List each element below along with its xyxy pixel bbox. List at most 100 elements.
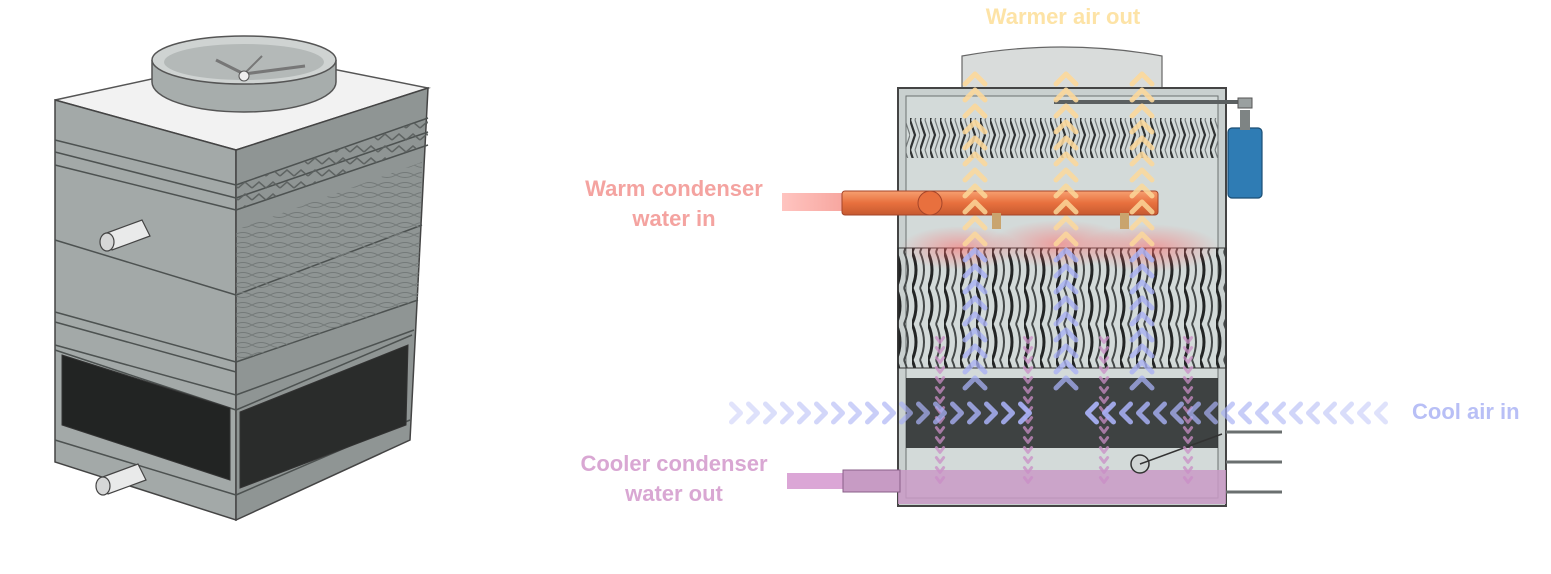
arrow-chevron-icon [1204, 401, 1218, 425]
arrow-chevron-icon [967, 401, 981, 425]
arrow-chevron-icon [962, 135, 988, 151]
label-warm-water-in: Warm condenser water in [560, 174, 788, 234]
arrow-chevron-icon [962, 167, 988, 183]
arrow-chevron-icon [1129, 87, 1155, 103]
arrow-chevron-icon [1255, 401, 1269, 425]
arrow-chevron-icon [1098, 366, 1110, 374]
label-warm-water-in-line1: Warm condenser [585, 176, 763, 201]
arrow-chevron-icon [1053, 311, 1079, 327]
arrow-chevron-icon [1053, 183, 1079, 199]
arrow-chevron-icon [763, 401, 777, 425]
arrow-chevron-icon [934, 436, 946, 444]
label-cool-air-in: Cool air in [1412, 399, 1520, 424]
arrow-chevron-icon [1182, 436, 1194, 444]
arrow-chevron-icon [1187, 401, 1201, 425]
makeup-pipes [1226, 430, 1282, 494]
arrow-chevron-icon [1098, 456, 1110, 464]
arrow-chevron-icon [1053, 375, 1079, 391]
arrow-chevron-icon [1053, 359, 1079, 375]
arrow-chevron-icon [1022, 456, 1034, 464]
arrow-chevron-icon [1053, 87, 1079, 103]
arrow-chevron-icon [1182, 466, 1194, 474]
arrow-chevron-icon [1001, 401, 1015, 425]
arrow-chevron-icon [1053, 247, 1079, 263]
air-inlet-left [61, 354, 231, 481]
arrow-chevron-icon [1170, 401, 1184, 425]
arrow-chevron-icon [1022, 356, 1034, 364]
arrow-chevron-icon [899, 401, 913, 425]
air-inlet-right [239, 344, 409, 489]
arrow-chevron-icon [1098, 396, 1110, 404]
arrow-chevron-icon [1182, 396, 1194, 404]
arrow-chevron-icon [962, 247, 988, 263]
arrow-chevron-icon [1306, 401, 1320, 425]
arrow-chevron-icon [1098, 476, 1110, 484]
arrow-chevron-icon [962, 87, 988, 103]
arrow-chevron-icon [934, 466, 946, 474]
arrow-chevron-icon [1053, 343, 1079, 359]
arrow-chevron-icon [1182, 386, 1194, 394]
arrow-chevron-icon [1098, 416, 1110, 424]
arrow-chevron-icon [1340, 401, 1354, 425]
arrow-chevron-icon [962, 103, 988, 119]
arrow-chevron-icon [1221, 401, 1235, 425]
arrow-chevron-icon [934, 346, 946, 354]
label-warmer-air-out: Warmer air out [985, 4, 1141, 29]
label-cooler-water-out: Cooler condenser water out [556, 449, 792, 509]
arrow-chevron-icon [1022, 466, 1034, 474]
arrow-chevron-icon [962, 263, 988, 279]
water-inlet-pipe [99, 219, 151, 252]
arrow-chevron-icon [934, 426, 946, 434]
arrow-chevron-icon [1129, 103, 1155, 119]
arrow-chevron-icon [848, 401, 862, 425]
arrow-chevron-icon [1053, 215, 1079, 231]
arrow-chevron-icon [1053, 167, 1079, 183]
arrow-chevron-icon [1129, 183, 1155, 199]
arrow-chevron-icon [1182, 456, 1194, 464]
arrow-chevron-icon [1022, 396, 1034, 404]
arrow-chevron-icon [1182, 356, 1194, 364]
arrow-chevron-icon [1053, 151, 1079, 167]
label-warm-water-in-line2: water in [632, 206, 716, 231]
arrow-chevron-icon [1182, 446, 1194, 454]
arrow-chevron-icon [1323, 401, 1337, 425]
arrow-chevron-icon [934, 446, 946, 454]
arrow-chevron-icon [1182, 366, 1194, 374]
arrow-chevron-icon [934, 456, 946, 464]
arrow-chevron-icon [1182, 346, 1194, 354]
arrow-chevron-icon [1022, 436, 1034, 444]
arrow-chevron-icon [934, 336, 946, 344]
arrow-chevron-icon [1018, 401, 1032, 425]
arrow-chevron-icon [1022, 346, 1034, 354]
arrow-chevron-icon [1129, 295, 1155, 311]
arrow-chevron-icon [1022, 386, 1034, 394]
spray-header-pipe [782, 190, 1159, 229]
arrow-chevron-icon [962, 311, 988, 327]
fan-icon [151, 35, 337, 113]
tower-3d-view [54, 35, 431, 522]
arrow-chevron-icon [962, 71, 988, 87]
arrow-chevron-icon [1053, 199, 1079, 215]
arrow-chevron-icon [1153, 401, 1167, 425]
arrow-chevron-icon [797, 401, 811, 425]
arrow-chevron-icon [916, 401, 930, 425]
arrow-chevron-icon [934, 366, 946, 374]
arrow-chevron-icon [962, 343, 988, 359]
arrow-chevron-icon [814, 401, 828, 425]
arrow-chevron-icon [933, 401, 947, 425]
arrow-chevron-icon [1085, 401, 1099, 425]
arrow-chevron-icon [962, 279, 988, 295]
arrow-chevron-icon [962, 375, 988, 391]
label-cooler-water-out-line2: water out [625, 481, 723, 506]
arrow-chevron-icon [1022, 476, 1034, 484]
arrow-chevron-icon [1098, 466, 1110, 474]
arrow-chevron-icon [1129, 119, 1155, 135]
arrow-chevron-icon [1098, 336, 1110, 344]
arrow-chevron-icon [950, 401, 964, 425]
arrow-chevron-icon [1182, 416, 1194, 424]
arrow-chevron-icon [1022, 426, 1034, 434]
arrow-chevron-icon [1129, 375, 1155, 391]
arrow-chevron-icon [1022, 376, 1034, 384]
arrow-chevron-icon [1053, 295, 1079, 311]
arrow-chevron-icon [865, 401, 879, 425]
